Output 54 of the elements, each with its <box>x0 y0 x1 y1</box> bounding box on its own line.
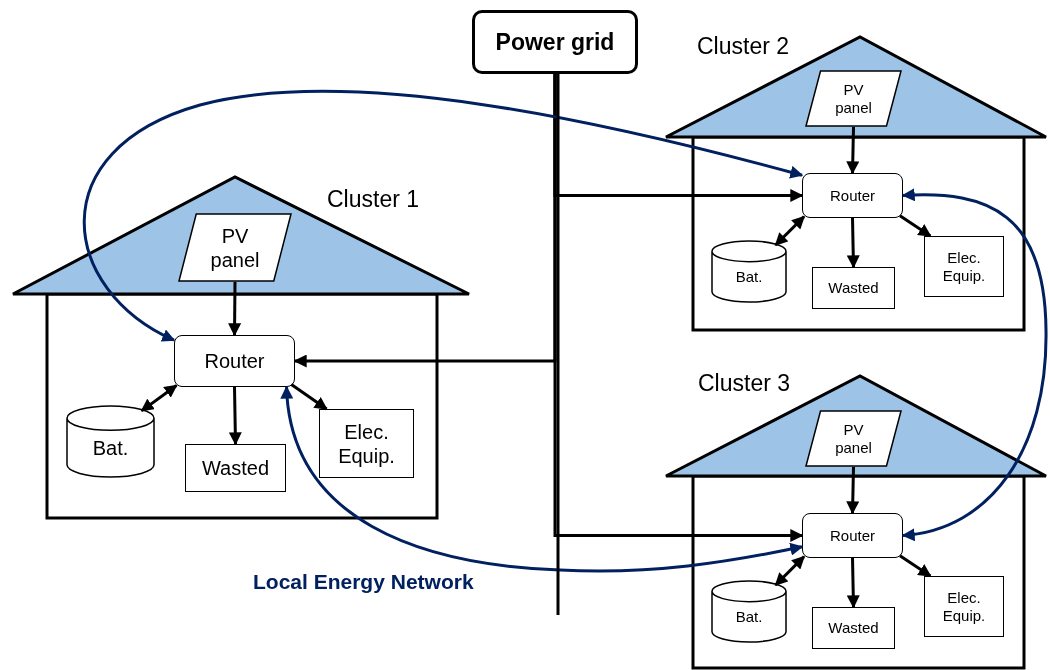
arrow <box>82 90 804 342</box>
node-label: PV panel <box>209 223 261 272</box>
network-label: Local Energy Network <box>253 570 474 594</box>
equipment-box <box>924 236 1004 297</box>
arrow <box>846 466 860 515</box>
node-label: Router <box>830 186 875 205</box>
node-label: Bat. <box>92 435 129 460</box>
battery-cylinder <box>66 405 155 478</box>
grid-box <box>472 10 638 74</box>
node-label: Power grid <box>495 28 615 56</box>
router-box <box>802 173 903 218</box>
node-label: Elec. Equip. <box>941 588 987 625</box>
wasted-box <box>185 444 286 492</box>
arrow <box>846 126 860 175</box>
arrow <box>228 386 242 446</box>
arrow <box>290 383 328 411</box>
battery-cylinder <box>711 240 787 303</box>
cluster-label: Cluster 2 <box>697 33 790 61</box>
battery-cylinder <box>711 580 787 643</box>
arrow <box>140 384 178 413</box>
house <box>663 370 1049 670</box>
pv-panel <box>805 410 902 467</box>
node-label: PV panel <box>834 420 873 457</box>
node-label: Bat. <box>735 267 763 286</box>
node-label: Wasted <box>828 279 879 297</box>
cluster-label: Cluster 1 <box>327 186 420 214</box>
equipment-box <box>924 576 1004 637</box>
node-label: PV panel <box>834 80 873 117</box>
equipment-box <box>319 409 414 478</box>
arrow <box>846 217 860 269</box>
house <box>10 177 472 520</box>
cluster-label: Cluster 3 <box>698 370 791 398</box>
arrow <box>901 188 1048 541</box>
pv-panel <box>178 213 292 282</box>
router-box <box>174 335 295 387</box>
node-label: Elec. Equip. <box>337 419 396 468</box>
node-label: Router <box>830 526 875 545</box>
wasted-box <box>812 607 895 649</box>
pv-panel <box>805 70 902 127</box>
arrow <box>281 385 804 573</box>
arrow <box>899 214 932 238</box>
arrow <box>899 554 932 578</box>
router-box <box>802 513 903 558</box>
arrow <box>553 74 804 542</box>
node-label: Bat. <box>735 607 763 626</box>
arrow <box>228 282 242 337</box>
node-label: Elec. Equip. <box>941 248 987 285</box>
node-label: Router <box>204 349 265 373</box>
wasted-box <box>812 267 895 309</box>
arrow <box>846 557 860 609</box>
arrow <box>774 215 806 247</box>
node-label: Wasted <box>828 619 879 637</box>
arrow <box>774 555 806 587</box>
node-label: Wasted <box>201 456 270 480</box>
